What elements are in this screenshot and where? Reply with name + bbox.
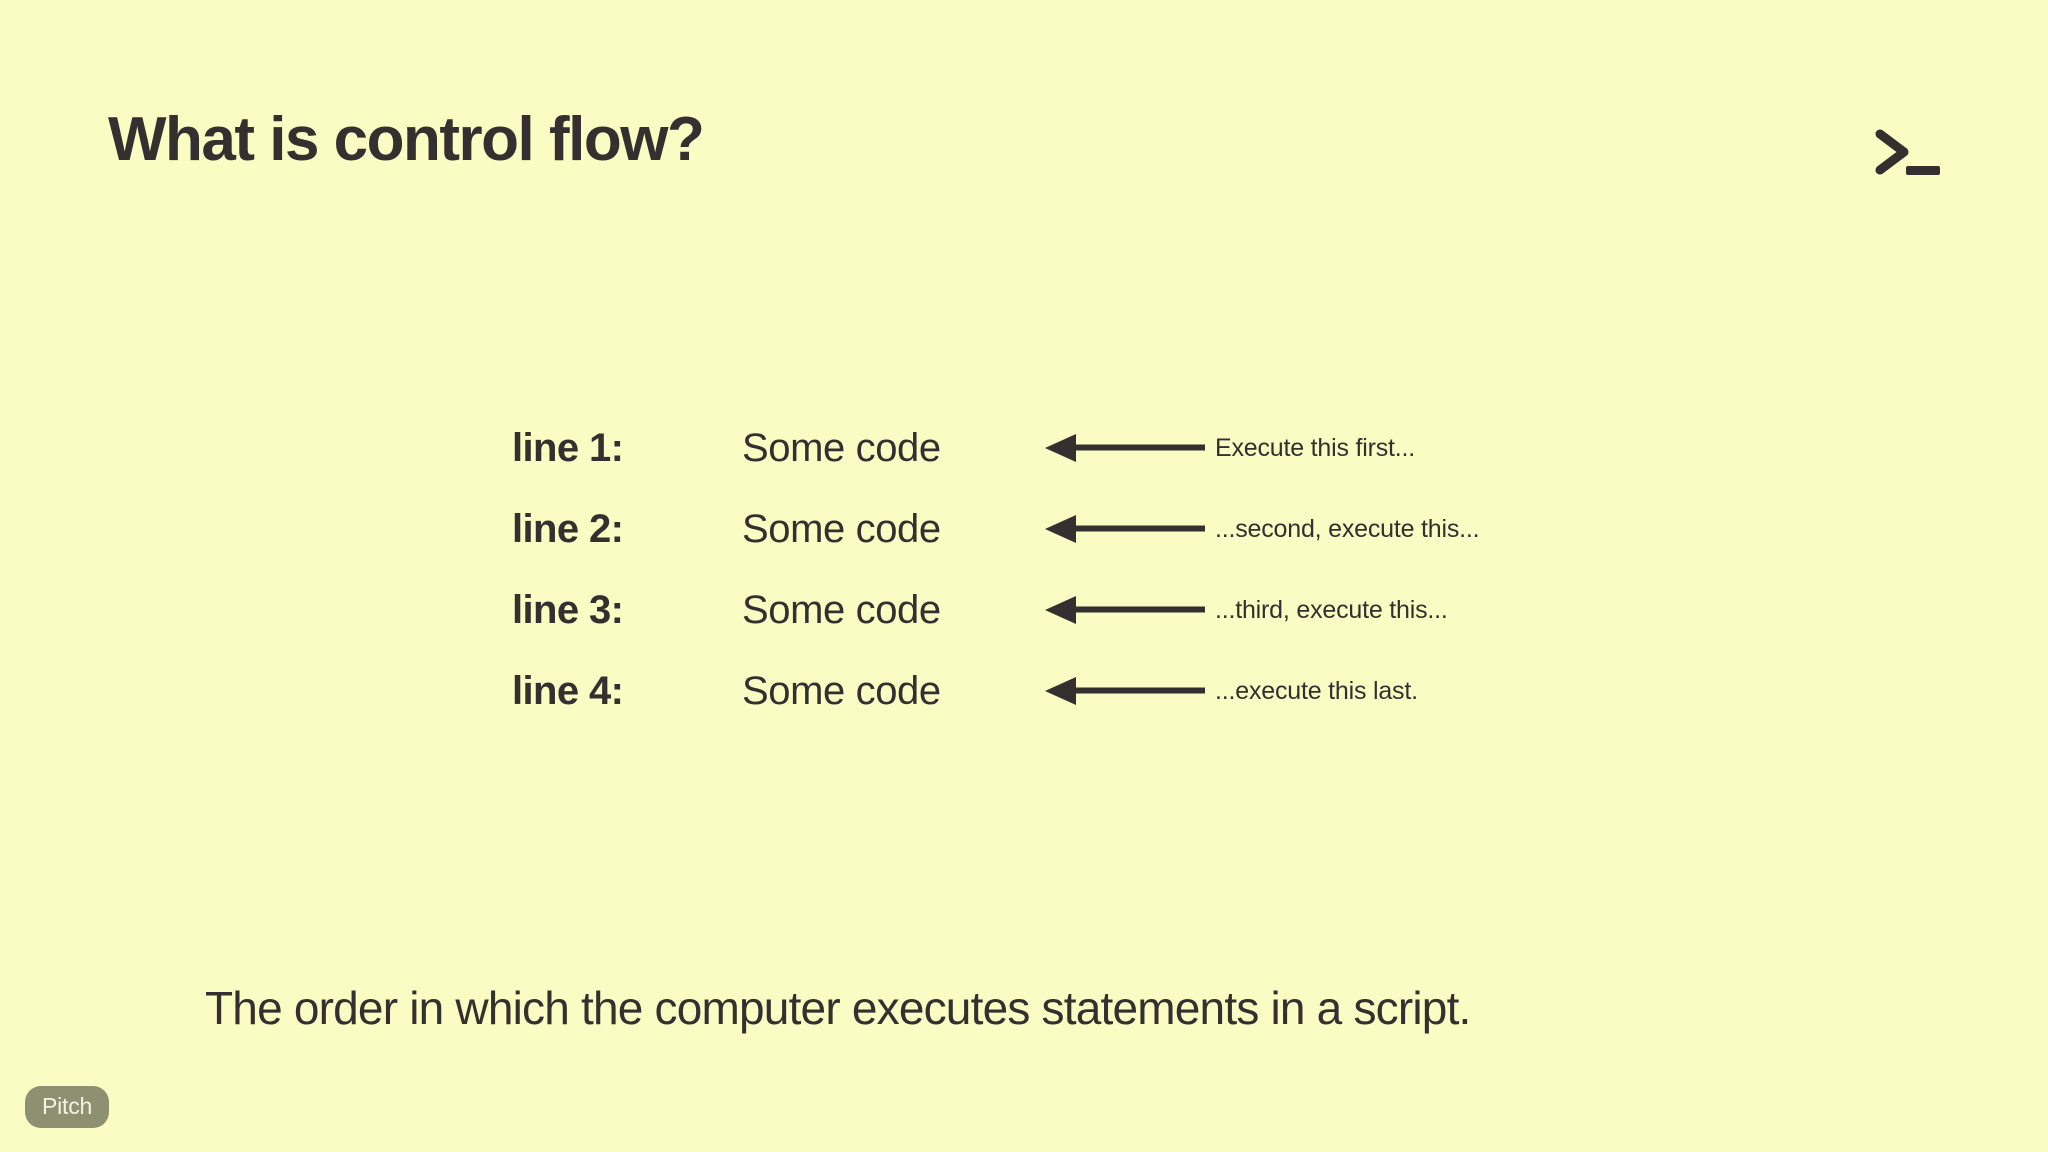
execution-order-annotation: ...third, execute this... — [1215, 596, 1448, 624]
page-title: What is control flow? — [108, 105, 705, 174]
execution-order-arrow-icon — [1045, 515, 1205, 543]
line-number-label: line 2: — [512, 507, 624, 551]
code-row: line 1: Some code Execute this first... — [512, 420, 1612, 501]
code-row: line 2: Some code ...second, execute thi… — [512, 501, 1612, 582]
pitch-branding-badge[interactable]: Pitch — [25, 1086, 110, 1128]
execution-order-arrow-icon — [1045, 596, 1205, 624]
code-row: line 4: Some code ...execute this last. — [512, 663, 1612, 744]
execution-order-arrow-icon — [1045, 677, 1205, 705]
execution-order-arrow-icon — [1045, 434, 1205, 462]
execution-order-annotation: ...execute this last. — [1215, 677, 1418, 705]
code-text: Some code — [742, 669, 941, 713]
execution-order-annotation: ...second, execute this... — [1215, 515, 1480, 543]
line-number-label: line 4: — [512, 669, 624, 713]
code-text: Some code — [742, 588, 941, 632]
execution-order-annotation: Execute this first... — [1215, 434, 1416, 462]
code-text: Some code — [742, 507, 941, 551]
line-number-label: line 3: — [512, 588, 624, 632]
terminal-prompt-icon — [1872, 128, 1946, 180]
slide-caption: The order in which the computer executes… — [205, 982, 1471, 1034]
code-text: Some code — [742, 426, 941, 470]
code-listing: line 1: Some code Execute this first... … — [512, 420, 1612, 744]
code-row: line 3: Some code ...third, execute this… — [512, 582, 1612, 663]
line-number-label: line 1: — [512, 426, 624, 470]
